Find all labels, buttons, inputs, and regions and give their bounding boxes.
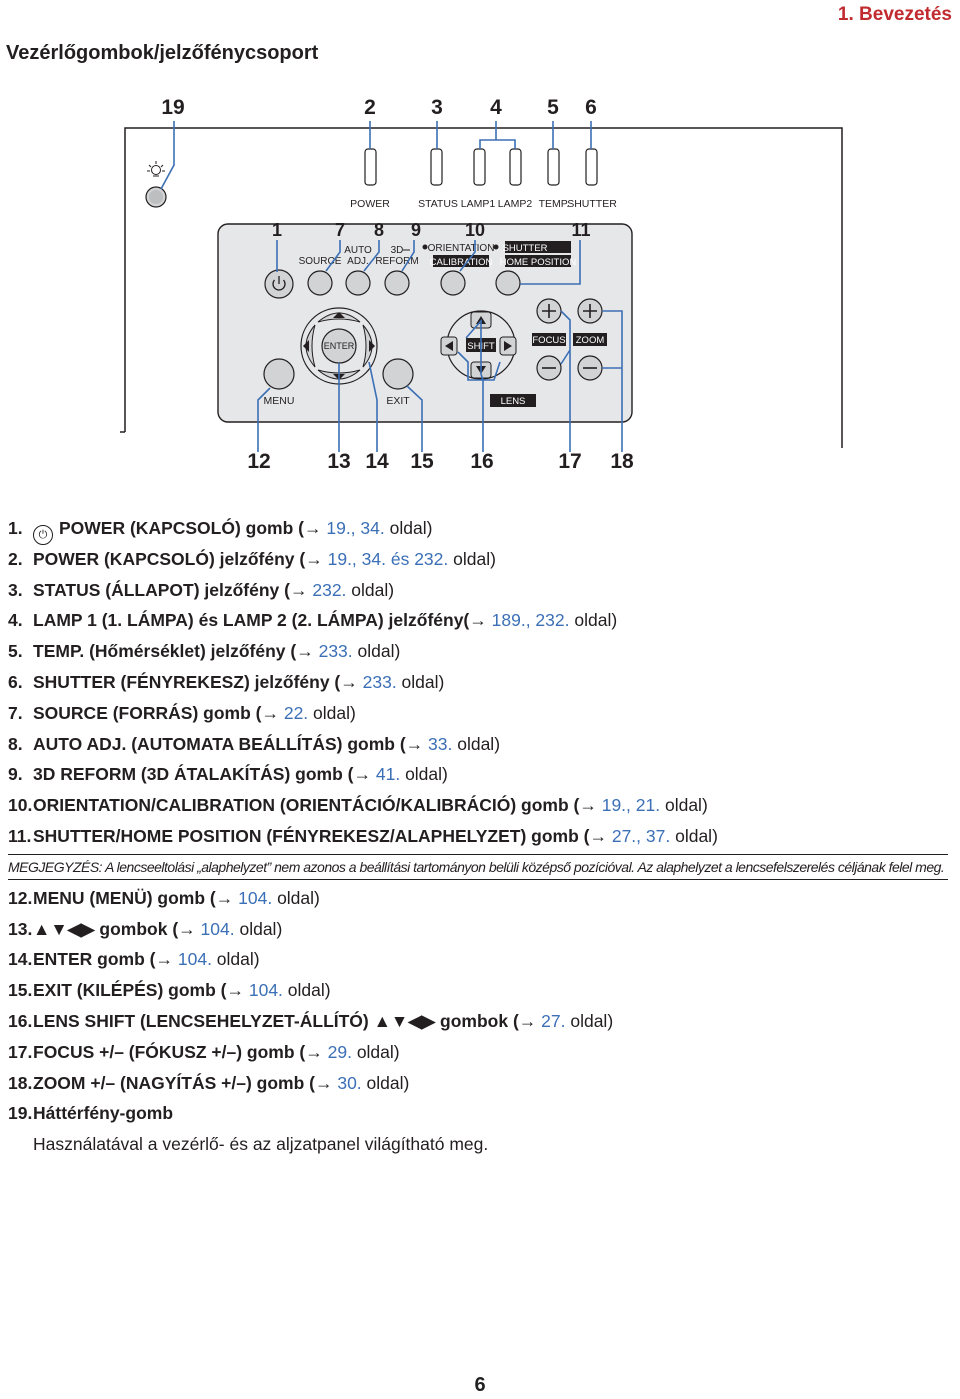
auto-adj-label-2: ADJ. bbox=[347, 256, 369, 267]
list-item: 16.LENS SHIFT (LENCSEHELYZET-ÁLLÍTÓ) ▲▼◀… bbox=[8, 1010, 614, 1031]
lamp1-indicator bbox=[473, 148, 486, 186]
callout-19: 19 bbox=[161, 96, 184, 119]
lamp1-indicator-label: LAMP1 bbox=[461, 198, 496, 210]
callout-1: 1 bbox=[272, 220, 282, 240]
zoom-label: ZOOM bbox=[576, 335, 605, 346]
list-item: 9.3D REFORM (3D ÁTALAKÍTÁS) gomb (→ 41. … bbox=[8, 764, 448, 785]
shutter-home-position-button[interactable] bbox=[495, 270, 521, 296]
callout-12: 12 bbox=[247, 450, 270, 473]
callout-7: 7 bbox=[335, 220, 345, 240]
cursor-left-icon bbox=[303, 340, 309, 352]
section-title: Vezérlőgombok/jelzőfénycsoport bbox=[6, 42, 319, 64]
page-number: 6 bbox=[474, 1374, 486, 1396]
callout-11: 11 bbox=[571, 220, 590, 240]
list-item: 14.ENTER gomb (→ 104. oldal) bbox=[8, 949, 260, 970]
focus-label: FOCUS bbox=[532, 335, 565, 346]
home-position-label: HOME POSITION bbox=[500, 257, 577, 268]
source-button[interactable] bbox=[307, 270, 333, 296]
temp-indicator-label: TEMP. bbox=[539, 198, 570, 210]
callout-13: 13 bbox=[327, 450, 350, 473]
callout-16: 16 bbox=[470, 450, 493, 473]
list-item: 1.⏻POWER (KAPCSOLÓ) gomb (→ 19., 34. old… bbox=[8, 513, 948, 545]
power-indicator bbox=[364, 148, 377, 186]
exit-label: EXIT bbox=[386, 395, 410, 407]
lamp2-indicator bbox=[509, 148, 522, 186]
lens-label: LENS bbox=[501, 396, 526, 407]
focus-plus-icon bbox=[542, 304, 556, 318]
backlight-button[interactable] bbox=[145, 186, 167, 208]
list-item: 4.LAMP 1 (1. LÁMPA) és LAMP 2 (2. LÁMPA)… bbox=[8, 610, 618, 631]
callout-9: 9 bbox=[411, 220, 421, 240]
indicator-lamps bbox=[364, 148, 598, 186]
callout-15: 15 bbox=[410, 450, 434, 473]
list-item: 19.Háttérfény-gomb bbox=[8, 1103, 174, 1124]
orientation-label: ORIENTATION bbox=[428, 243, 495, 254]
shutter-indicator-label: SHUTTER bbox=[567, 198, 617, 210]
list-item: 17.FOCUS +/– (FÓKUSZ +/–) gomb (→ 29. ol… bbox=[8, 1041, 400, 1062]
status-indicator bbox=[430, 148, 443, 186]
shutter-indicator bbox=[585, 148, 598, 186]
power-indicator-label: POWER bbox=[350, 198, 390, 210]
list-item: 5.TEMP. (Hőmérséklet) jelzőfény (→ 233. … bbox=[8, 641, 401, 662]
callout-14: 14 bbox=[365, 450, 389, 473]
chapter-title: 1. Bevezetés bbox=[837, 4, 952, 25]
list-item: 18.ZOOM +/– (NAGYÍTÁS +/–) gomb (→ 30. o… bbox=[8, 1072, 410, 1093]
callout-4: 4 bbox=[490, 96, 502, 119]
list-item: 3.STATUS (ÁLLAPOT) jelzőfény (→ 232. old… bbox=[8, 579, 395, 600]
device-outline bbox=[120, 127, 843, 448]
orientation-calibration-button[interactable] bbox=[440, 270, 466, 296]
list-item: 7.SOURCE (FORRÁS) gomb (→ 22. oldal) bbox=[8, 702, 356, 723]
reform-label-2: REFORM bbox=[375, 256, 418, 267]
lamp2-indicator-label: LAMP2 bbox=[498, 198, 533, 210]
auto-adj-button[interactable] bbox=[345, 270, 371, 296]
cursor-left-button[interactable] bbox=[305, 324, 316, 368]
lens-left-icon bbox=[445, 341, 453, 351]
callout-3: 3 bbox=[431, 96, 443, 119]
list-item: 6.SHUTTER (FÉNYREKESZ) jelzőfény (→ 233.… bbox=[8, 671, 445, 692]
reform-label-1: 3D bbox=[391, 245, 404, 256]
lens-right-icon bbox=[504, 341, 512, 351]
control-panel-diagram: POWER STATUS LAMP1 LAMP2 TEMP. SHUTTER S… bbox=[120, 96, 843, 473]
callout-lines bbox=[160, 121, 623, 452]
item-19-description: Használatával a vezérlő- és az aljzatpan… bbox=[33, 1134, 489, 1155]
note: MEGJEGYZÉS: A lencseeltolási „alaphelyze… bbox=[8, 853, 948, 880]
callout-5: 5 bbox=[547, 96, 559, 119]
description-list: 1.⏻POWER (KAPCSOLÓ) gomb (→ 19., 34. old… bbox=[8, 513, 948, 1159]
status-indicator-label: STATUS bbox=[418, 198, 458, 210]
3d-reform-button[interactable] bbox=[384, 270, 410, 296]
shutter-label: SHUTTER bbox=[503, 243, 548, 254]
power-icon: ⏻ bbox=[33, 525, 53, 545]
list-item: 13.▲▼◀▶ gombok (→ 104. oldal) bbox=[8, 918, 283, 939]
callout-6: 6 bbox=[585, 96, 597, 119]
enter-label: ENTER bbox=[324, 341, 355, 351]
power-icon bbox=[272, 276, 286, 291]
cursor-up-icon bbox=[333, 312, 345, 318]
auto-adj-label-1: AUTO bbox=[344, 245, 372, 256]
source-label: SOURCE bbox=[299, 256, 342, 267]
callout-17: 17 bbox=[558, 450, 581, 473]
list-item: 11.SHUTTER/HOME POSITION (FÉNYREKESZ/ALA… bbox=[8, 825, 718, 846]
exit-button[interactable] bbox=[382, 358, 414, 390]
list-item: 8.AUTO ADJ. (AUTOMATA BEÁLLÍTÁS) gomb (→… bbox=[8, 733, 501, 754]
temp-indicator bbox=[547, 148, 560, 186]
zoom-plus-icon bbox=[583, 304, 597, 318]
callout-2: 2 bbox=[364, 96, 376, 119]
menu-label: MENU bbox=[264, 395, 295, 407]
list-item: 12.MENU (MENÜ) gomb (→ 104. oldal) bbox=[8, 887, 320, 908]
callout-10: 10 bbox=[465, 220, 485, 240]
cursor-right-icon bbox=[369, 340, 375, 352]
list-item: 10.ORIENTATION/CALIBRATION (ORIENTÁCIÓ/K… bbox=[8, 795, 708, 816]
callout-18: 18 bbox=[610, 450, 634, 473]
callout-8: 8 bbox=[374, 220, 384, 240]
menu-button[interactable] bbox=[263, 358, 295, 390]
calibration-label: CALIBRATION bbox=[430, 257, 493, 268]
list-item: 2.POWER (KAPCSOLÓ) jelzőfény (→ 19., 34.… bbox=[8, 548, 496, 569]
backlight-icon bbox=[147, 161, 165, 177]
list-item: 15.EXIT (KILÉPÉS) gomb (→ 104. oldal) bbox=[8, 980, 331, 1001]
cursor-right-button[interactable] bbox=[362, 324, 373, 368]
